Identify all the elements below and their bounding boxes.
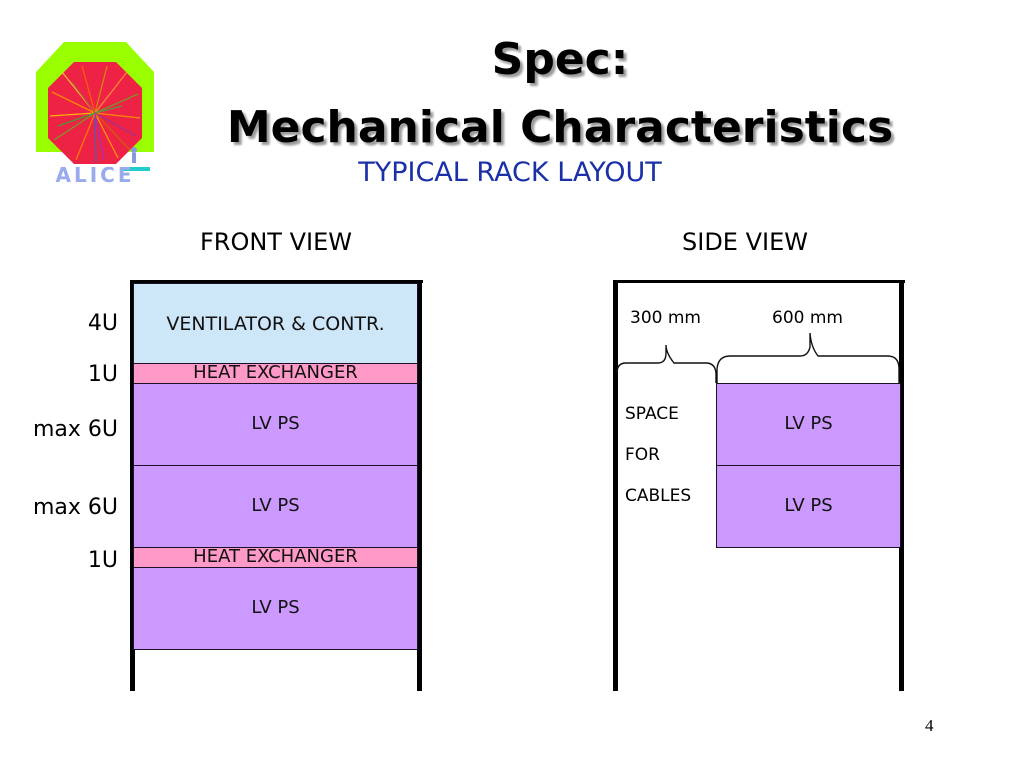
heat-exchanger-block-top: HEAT EXCHANGER xyxy=(133,363,418,384)
front-rack-left-rail xyxy=(130,280,135,691)
cable-space-line-1: SPACE xyxy=(625,404,679,424)
side-rack-left-rail xyxy=(613,280,618,691)
cable-space-line-2: FOR xyxy=(625,445,660,465)
front-view-label: FRONT VIEW xyxy=(199,228,352,256)
size-label-1u-bottom: 1U xyxy=(87,548,118,573)
side-lv-ps-block-1: LV PS xyxy=(716,383,901,466)
lv-ps-label: LV PS xyxy=(784,495,833,516)
front-rack-right-rail xyxy=(417,280,422,691)
lv-ps-block-1: LV PS xyxy=(133,383,418,466)
svg-text:ALICE: ALICE xyxy=(55,163,134,186)
lv-ps-label: LV PS xyxy=(251,413,300,434)
heat-exchanger-block-bottom: HEAT EXCHANGER xyxy=(133,547,418,568)
size-label-max6u-1: max 6U xyxy=(32,417,118,442)
dimension-braces xyxy=(616,332,900,383)
slide-title-line2: Mechanical Characteristics xyxy=(226,102,894,153)
size-label-4u: 4U xyxy=(87,311,118,336)
heat-exchanger-label: HEAT EXCHANGER xyxy=(193,363,358,383)
side-lv-ps-block-2: LV PS xyxy=(716,465,901,548)
size-label-max6u-2: max 6U xyxy=(32,495,118,520)
slide-subtitle: TYPICAL RACK LAYOUT xyxy=(358,157,662,188)
alice-logo-icon: ALICE xyxy=(36,42,154,187)
side-view-label: SIDE VIEW xyxy=(682,228,808,256)
lv-ps-block-2: LV PS xyxy=(133,465,418,548)
brace-300mm-icon xyxy=(616,344,717,383)
size-label-1u-top: 1U xyxy=(87,362,118,387)
lv-ps-label: LV PS xyxy=(251,597,300,618)
ventilator-block: VENTILATOR & CONTR. xyxy=(133,283,418,364)
slide-title-line1: Spec: xyxy=(491,34,629,85)
ventilator-label: VENTILATOR & CONTR. xyxy=(166,312,385,335)
side-rack-right-rail xyxy=(899,280,904,691)
alice-logo: ALICE xyxy=(32,42,158,187)
lv-ps-label: LV PS xyxy=(784,413,833,434)
lv-ps-label: LV PS xyxy=(251,495,300,516)
brace-600mm-icon xyxy=(716,332,900,383)
page-number: 4 xyxy=(925,716,934,735)
side-rack-top xyxy=(614,280,905,283)
dimension-600mm-label: 600 mm xyxy=(772,308,843,328)
heat-exchanger-label: HEAT EXCHANGER xyxy=(193,547,358,567)
front-rack-top xyxy=(131,280,423,283)
cable-space-line-3: CABLES xyxy=(625,486,692,506)
dimension-300mm-label: 300 mm xyxy=(630,308,701,328)
lv-ps-block-3: LV PS xyxy=(133,567,418,650)
